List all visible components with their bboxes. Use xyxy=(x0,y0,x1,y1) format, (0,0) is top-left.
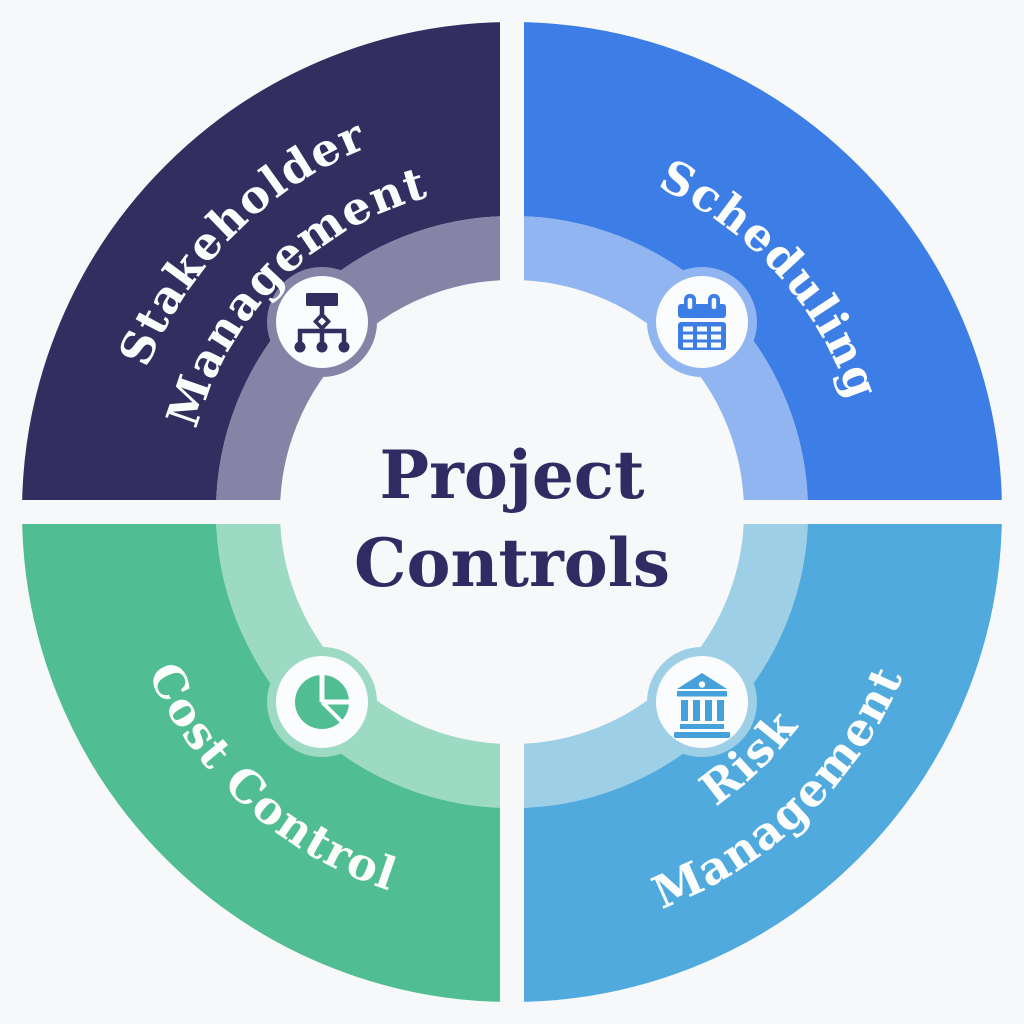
quadrant-scheduling-segment xyxy=(510,22,1002,514)
center-title-line1: Project xyxy=(380,436,645,514)
quadrant-cost-control-segment xyxy=(22,510,514,1002)
icon-badge-risk-management xyxy=(656,656,748,748)
calendar-icon xyxy=(678,294,726,350)
quadrant-stakeholder-management-segment xyxy=(22,22,514,514)
pie-chart-icon xyxy=(295,674,350,729)
quadrant-risk-management-segment xyxy=(510,510,1002,1002)
center-title-line2: Controls xyxy=(354,524,670,602)
org-chart-icon xyxy=(294,293,350,353)
bank-icon xyxy=(674,673,730,738)
